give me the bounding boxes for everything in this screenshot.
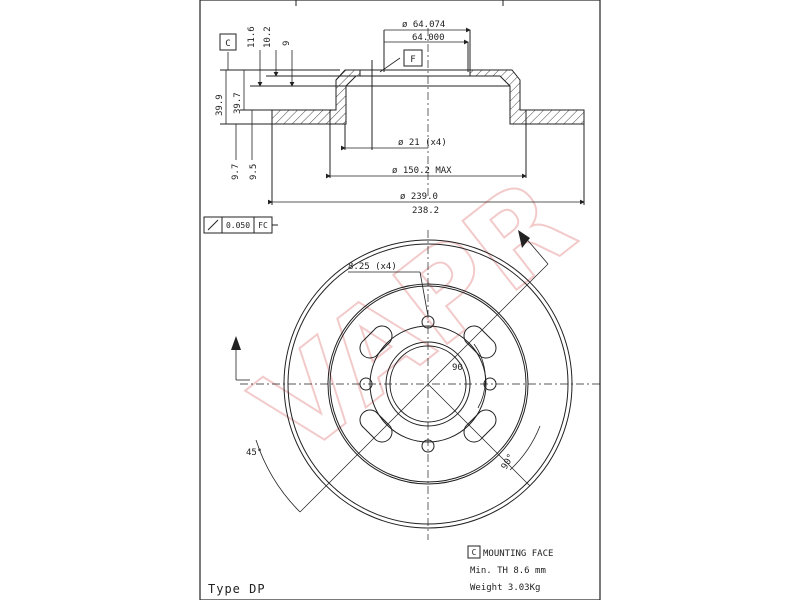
section-view bbox=[220, 28, 585, 205]
dim-h3: 9 bbox=[282, 41, 292, 46]
dim-hub-outer: ø 64.074 bbox=[402, 20, 445, 30]
datum-c-box: C bbox=[219, 33, 237, 51]
legend: C MOUNTING FACE Min. TH 8.6 mm Weight 3.… bbox=[467, 545, 553, 593]
angle-annotations bbox=[231, 230, 549, 513]
watermark-logo: VAPR bbox=[230, 152, 600, 484]
dim-h2: 10.2 bbox=[263, 26, 273, 48]
dim-h1: 11.6 bbox=[247, 26, 257, 48]
datum-f-box: F bbox=[403, 49, 423, 67]
drawing-border bbox=[199, 0, 601, 600]
angle-45: 45° bbox=[246, 448, 262, 458]
legend-mounting-face: MOUNTING FACE bbox=[483, 549, 553, 559]
dim-outer-dia-2: 238.2 bbox=[412, 206, 439, 216]
dim-total-height-2: 39.7 bbox=[233, 92, 243, 114]
svg-text:F: F bbox=[410, 55, 415, 65]
svg-text:0.050: 0.050 bbox=[226, 221, 250, 230]
svg-text:C: C bbox=[472, 548, 477, 557]
dim-total-height: 39.9 bbox=[215, 94, 225, 116]
dimension-lines bbox=[225, 27, 585, 205]
svg-text:FC: FC bbox=[258, 221, 268, 230]
dim-bolt-holes: 8.25 (x4) bbox=[348, 262, 397, 272]
dim-hub-inner: 64.000 bbox=[412, 33, 445, 43]
angle-90-outer: 90° bbox=[500, 452, 517, 471]
dim-holes: ø 21 (x4) bbox=[398, 138, 447, 148]
angle-90-inner: 90 bbox=[452, 363, 463, 373]
dim-max-dia: ø 150.2 MAX bbox=[392, 166, 452, 176]
legend-weight: Weight 3.03Kg bbox=[470, 583, 540, 593]
tolerance-frame: 0.050 FC bbox=[203, 216, 278, 234]
type-label: Type DP bbox=[208, 582, 266, 596]
dim-outer-dia: ø 239.0 bbox=[400, 192, 438, 202]
dim-thickness: 9.7 bbox=[231, 164, 241, 180]
dim-thickness-2: 9.5 bbox=[249, 164, 259, 180]
svg-text:C: C bbox=[225, 39, 230, 49]
legend-min-thickness: Min. TH 8.6 mm bbox=[470, 566, 546, 576]
front-view bbox=[240, 230, 600, 540]
svg-text:VAPR: VAPR bbox=[231, 153, 599, 483]
